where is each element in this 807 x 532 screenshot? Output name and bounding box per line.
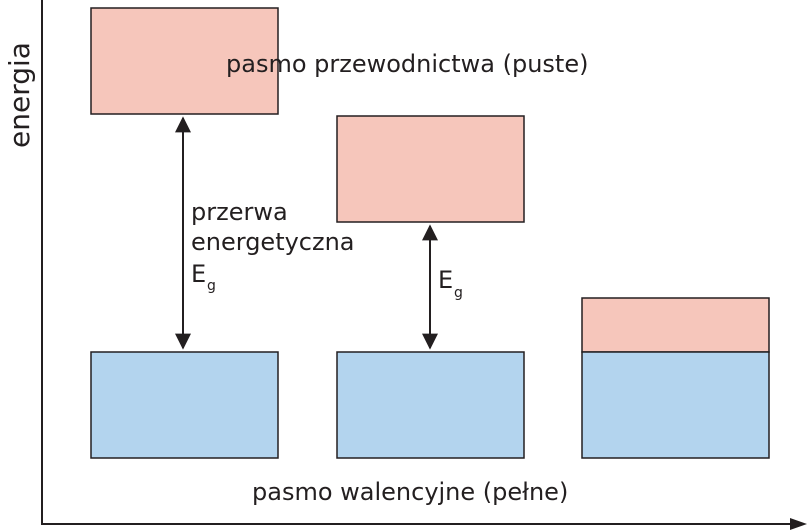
gap-label-line2: energetyczna [191,228,355,256]
conduction-band-label: pasmo przewodnictwa (puste) [226,50,588,78]
conduction-band-insulator [90,7,279,115]
valence-band-label: pasmo walencyjne (pełne) [252,478,568,506]
gap-symbol-subscript: g [207,278,216,294]
y-axis-label: energia [3,42,36,148]
valence-band-metal [581,351,770,459]
gap-symbol-E: E [191,260,206,288]
gap-label-line1: przerwa [191,198,288,226]
valence-band-semiconductor [336,351,525,459]
x-axis-arrowhead [790,518,807,530]
gap2-symbol-subscript: g [454,285,463,301]
conduction-band-metal [581,297,770,353]
valence-band-insulator [90,351,279,459]
gap2-symbol-E: E [438,266,453,294]
conduction-band-semiconductor [336,115,525,223]
